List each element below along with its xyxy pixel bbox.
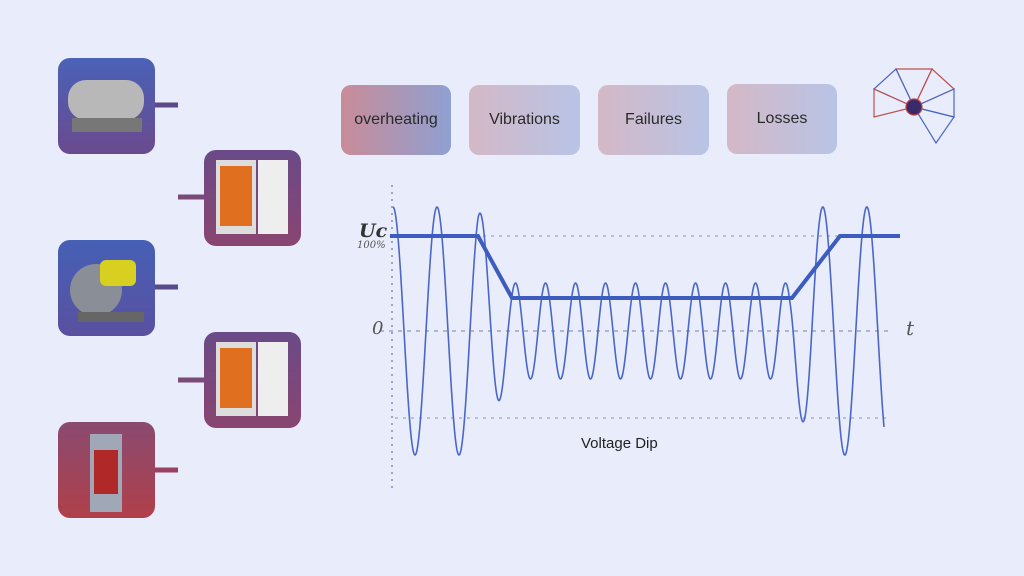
rms-envelope: [390, 234, 900, 300]
induction-furnace-image: [58, 422, 155, 518]
percent-label: 100%: [357, 240, 386, 251]
zero-label: 0: [372, 318, 384, 339]
chart-caption: Voltage Dip: [581, 435, 658, 452]
electrical-cabinet-image: [204, 150, 301, 246]
industrial-fan-motor-image: [58, 240, 155, 336]
problem-failures: Failures: [598, 85, 709, 155]
problem-overheating: overheating: [341, 85, 451, 155]
problem-vibrations: Vibrations: [469, 85, 580, 155]
voltage-waveform: [392, 206, 885, 456]
time-label: t: [906, 316, 915, 340]
rotary-drum-machine-image: [58, 58, 155, 154]
problem-losses: Losses: [727, 84, 837, 154]
electrical-cabinet-image: [204, 332, 301, 428]
uc-label: Uc: [359, 220, 388, 242]
